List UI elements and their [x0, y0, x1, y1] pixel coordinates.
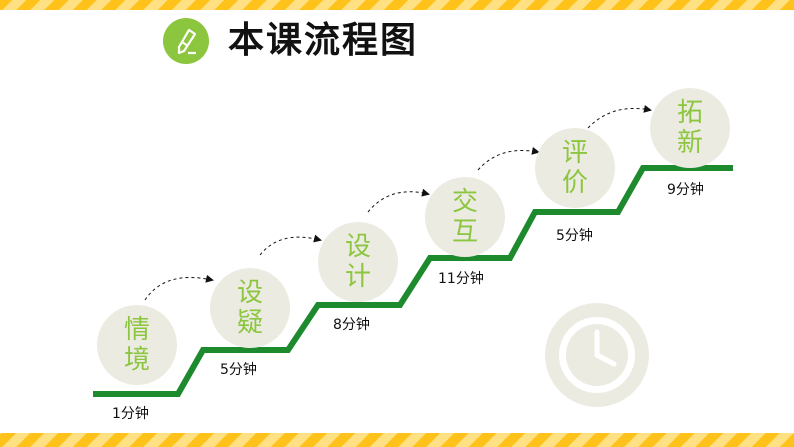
duration-label-1: 1分钟: [112, 406, 149, 422]
step-circle-4: 交 互: [425, 177, 505, 257]
step-5-char-1: 评: [561, 138, 588, 168]
connector-arrow-1: [144, 274, 214, 301]
step-circle-6: 拓 新: [650, 88, 730, 168]
title-badge: [163, 18, 209, 64]
top-stripe-band: [0, 0, 794, 10]
step-2-char-1: 设: [236, 278, 263, 308]
step-circle-3: 设 计: [318, 222, 398, 302]
duration-label-5: 5分钟: [556, 228, 593, 244]
step-4-char-1: 交: [451, 187, 478, 217]
duration-label-2: 5分钟: [220, 362, 257, 378]
step-2-char-2: 疑: [236, 308, 263, 338]
step-circle-1: 情 境: [97, 305, 177, 385]
step-4-char-2: 互: [451, 217, 478, 247]
connector-arrow-3: [367, 188, 430, 213]
step-6-char-2: 新: [676, 128, 703, 158]
staircase-line: [93, 165, 733, 397]
pencil-icon: [177, 28, 197, 55]
step-3-char-1: 设: [344, 232, 371, 262]
bottom-stripe-band: [0, 433, 794, 447]
clock-icon: [545, 303, 649, 407]
step-1-char-1: 情: [123, 315, 150, 345]
connector-arrow-2: [259, 234, 322, 256]
step-circle-2: 设 疑: [210, 268, 290, 348]
step-1-char-2: 境: [123, 345, 150, 375]
duration-label-6: 9分钟: [667, 182, 704, 198]
duration-label-4: 11分钟: [438, 271, 484, 287]
page-title: 本课流程图: [228, 20, 419, 61]
connector-arrow-5: [587, 104, 652, 129]
step-6-char-1: 拓: [676, 98, 703, 128]
step-circle-5: 评 价: [535, 128, 615, 208]
duration-label-3: 8分钟: [333, 317, 370, 333]
step-3-char-2: 计: [344, 262, 371, 292]
connector-arrow-4: [477, 146, 540, 171]
step-5-char-2: 价: [561, 168, 588, 198]
